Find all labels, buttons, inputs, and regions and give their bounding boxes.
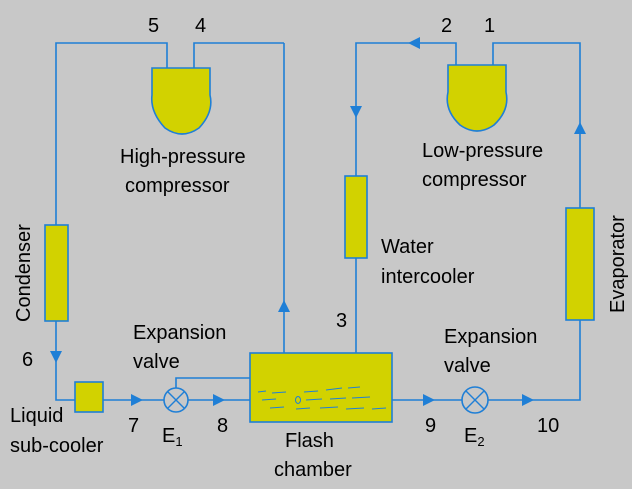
water-intercooler-label: Water intercooler [381, 236, 475, 288]
e1-symbol: E1 [162, 425, 183, 449]
expansion-valve-e1 [163, 387, 189, 413]
state-point-10: 10 [537, 415, 559, 437]
flash-chamber-liquid-ripples [257, 386, 387, 410]
expansion-valve-2-label: Expansion valve [444, 326, 543, 377]
condenser-label: Condenser [13, 224, 35, 322]
pipe-compressor-outlet-to-condenser [55, 42, 168, 225]
state-point-6: 6 [22, 349, 33, 371]
evaporator-label: Evaporator [607, 215, 629, 313]
water-intercooler [344, 175, 368, 259]
hp-compressor-label: High-pressure compressor [120, 146, 251, 197]
arrow-right-10 [522, 394, 534, 406]
flash-chamber [249, 352, 393, 423]
state-point-1: 1 [484, 15, 495, 37]
state-point-3: 3 [336, 310, 347, 332]
arrow-up-flash-outlet [278, 300, 290, 312]
state-point-2: 2 [441, 15, 452, 37]
e2-symbol: E2 [464, 425, 485, 449]
high-pressure-compressor [150, 67, 212, 135]
flash-chamber-label: Flash chamber [274, 430, 352, 481]
expansion-valve-1-label: Expansion valve [133, 322, 232, 373]
arrow-left-2 [408, 37, 420, 49]
float-valve [295, 396, 301, 404]
pipe-hp-compressor-inlet [193, 42, 284, 68]
state-point-4: 4 [195, 15, 206, 37]
liquid-sub-cooler-label: Liquid sub-cooler [10, 405, 104, 457]
arrow-down-condenser-outlet [50, 351, 62, 363]
pipe-condenser-to-subcooler [55, 321, 75, 401]
state-point-7: 7 [128, 415, 139, 437]
liquid-sub-cooler [74, 381, 104, 413]
pipe-e2-to-evaporator [488, 320, 581, 401]
state-point-9: 9 [425, 415, 436, 437]
low-pressure-compressor [446, 64, 508, 132]
evaporator [565, 207, 595, 321]
lp-compressor-label: Low-pressure compressor [422, 140, 549, 191]
arrow-down-intercooler-inlet [350, 106, 362, 118]
arrow-right-9 [423, 394, 435, 406]
arrow-up-evaporator-outlet [574, 122, 586, 134]
state-point-8: 8 [217, 415, 228, 437]
condenser [44, 224, 69, 322]
arrow-right-8 [213, 394, 225, 406]
state-point-5: 5 [148, 15, 159, 37]
arrow-right-7 [131, 394, 143, 406]
expansion-valve-e2 [461, 386, 489, 414]
